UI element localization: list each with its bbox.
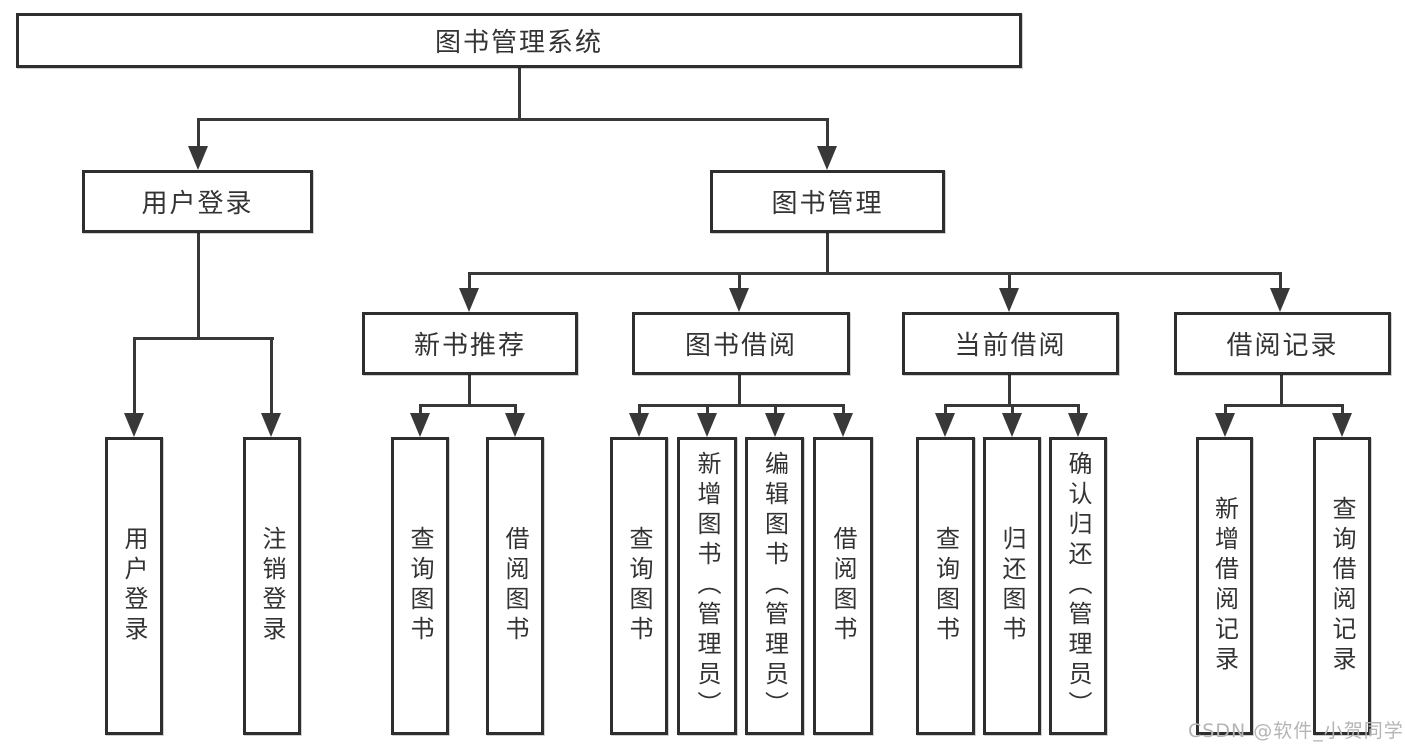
node-label: 借阅记录 [1226,331,1339,361]
leaf-current-query-books: 查询图书 [916,437,975,735]
connector-line [133,337,274,340]
connector-line [1077,404,1080,416]
arrow-down-icon [999,288,1019,312]
connector-line [419,404,517,407]
node-label: 借阅图书 [829,526,857,646]
connector-line [842,404,845,416]
arrow-down-icon [261,413,281,437]
leaf-newbook-borrow-books: 借阅图书 [486,437,544,735]
arrow-down-icon [1270,288,1290,312]
connector-line [1224,404,1344,407]
leaf-borrow-borrow-books: 借阅图书 [813,437,873,735]
connector-line [1280,375,1283,407]
connector-line [197,118,200,150]
node-user-login: 用户登录 [82,170,313,233]
node-label: 新增借阅记录 [1210,496,1239,676]
connector-line [468,272,471,290]
node-current-borrow: 当前借阅 [902,312,1119,375]
arrow-down-icon [1332,413,1352,437]
node-label: 图书管理系统 [434,28,603,58]
leaf-records-query-record: 查询借阅记录 [1313,437,1371,735]
arrow-down-icon [697,413,717,437]
arrow-down-icon [1215,413,1235,437]
leaf-newbook-query-books: 查询图书 [391,437,449,735]
connector-line [419,404,422,416]
node-root: 图书管理系统 [16,13,1022,68]
leaf-current-return-books: 归还图书 [983,437,1041,735]
arrow-down-icon [459,288,479,312]
connector-line [1279,272,1282,290]
connector-line [638,404,641,416]
node-label: 新增图书（管理员） [693,451,721,721]
connector-line [197,118,829,121]
leaf-borrow-add-books-admin: 新增图书（管理员） [677,437,737,735]
arrow-down-icon [833,413,853,437]
connector-line [518,68,521,121]
connector-line [468,375,471,407]
arrow-down-icon [817,146,837,170]
node-label: 编辑图书（管理员） [760,451,789,721]
node-label: 用户登录 [120,526,148,646]
arrow-down-icon [505,413,525,437]
connector-line [738,375,741,407]
connector-line [1011,404,1014,416]
node-label: 图书借阅 [684,331,797,361]
connector-line [826,233,829,275]
node-label: 查询图书 [931,526,960,646]
connector-line [270,337,273,415]
arrow-down-icon [629,413,649,437]
node-label: 查询图书 [625,526,653,646]
node-label: 确认归还（管理员） [1064,451,1092,721]
node-label: 当前借阅 [954,331,1067,361]
node-new-book-recommend: 新书推荐 [362,312,578,375]
connector-line [826,118,829,150]
leaf-current-confirm-return-admin: 确认归还（管理员） [1049,437,1107,735]
leaf-logout: 注销登录 [243,437,301,735]
leaf-user-login: 用户登录 [105,437,163,735]
connector-line [514,404,517,416]
node-label: 新书推荐 [413,331,526,361]
node-label: 借阅图书 [501,526,529,646]
leaf-borrow-query-books: 查询图书 [610,437,668,735]
leaf-records-add-record: 新增借阅记录 [1196,437,1253,735]
arrow-down-icon [124,413,144,437]
connector-line [1341,404,1344,416]
node-label: 图书管理 [771,189,884,219]
arrow-down-icon [765,413,785,437]
connector-line [468,272,1282,275]
node-book-borrow: 图书借阅 [632,312,850,375]
arrow-down-icon [1068,413,1088,437]
node-label: 用户登录 [141,189,254,219]
node-borrow-records: 借阅记录 [1174,312,1391,375]
arrow-down-icon [410,413,430,437]
connector-line [706,404,709,416]
arrow-down-icon [188,146,208,170]
connector-line [774,404,777,416]
node-label: 查询图书 [406,526,434,646]
watermark: CSDN @软件_小贺同学 [1188,720,1404,742]
connector-line [133,337,136,415]
connector-line [1224,404,1227,416]
node-label: 归还图书 [998,526,1026,646]
connector-line [638,404,845,407]
connector-line [1008,272,1011,290]
arrow-down-icon [1002,413,1022,437]
node-book-management: 图书管理 [710,170,945,233]
arrow-down-icon [729,288,749,312]
connector-line [944,404,947,416]
connector-line [738,272,741,290]
arrow-down-icon [935,413,955,437]
node-label: 注销登录 [258,526,286,646]
node-label: 查询借阅记录 [1328,496,1356,676]
connector-line [197,233,200,340]
leaf-borrow-edit-books-admin: 编辑图书（管理员） [745,437,804,735]
connector-line [1008,375,1011,407]
